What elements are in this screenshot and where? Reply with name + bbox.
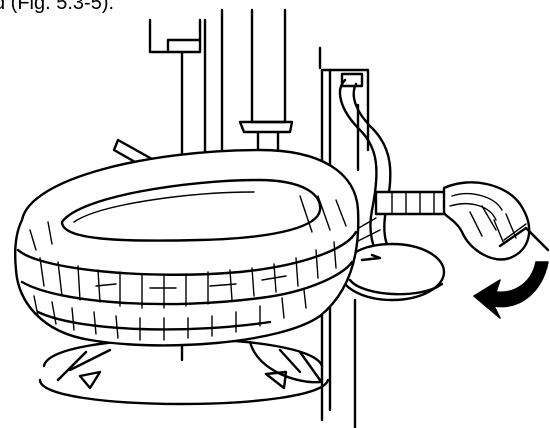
tire: [14, 148, 360, 347]
curved-arrow-icon: [473, 261, 549, 319]
figure-caption-fragment: d (Fig. 5.3-5).: [0, 0, 115, 14]
hand-with-tool: [374, 181, 550, 261]
turntable: [38, 337, 330, 406]
